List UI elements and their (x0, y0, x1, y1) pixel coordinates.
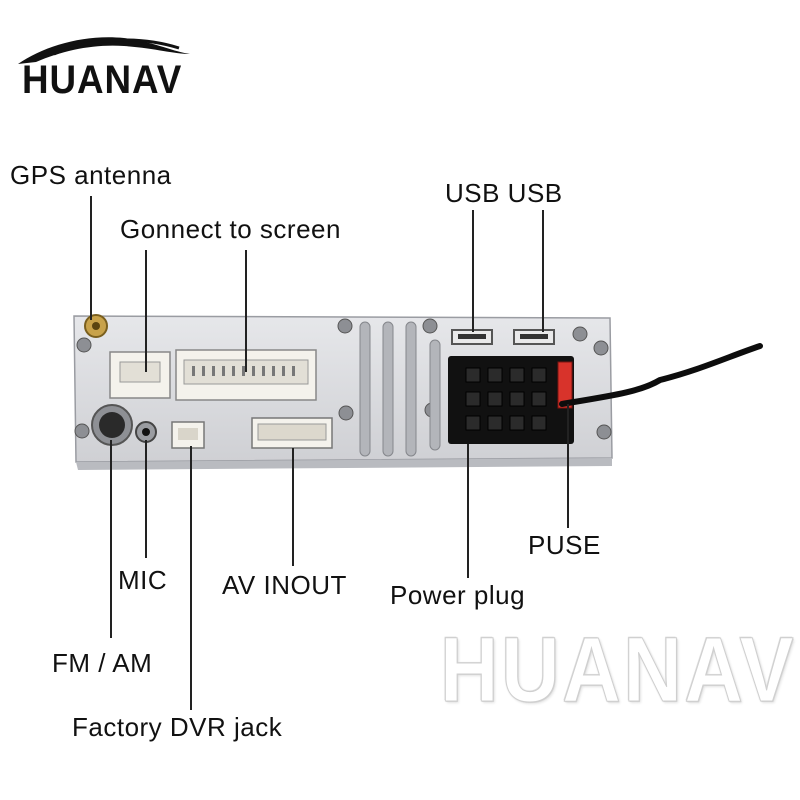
leader-dvr (190, 446, 192, 710)
label-mic: MIC (118, 565, 168, 595)
label-dvr-jack: Factory DVR jack (72, 712, 283, 742)
label-gps-antenna: GPS antenna (10, 160, 172, 190)
leader-power (467, 444, 469, 578)
screen-connector-small (109, 351, 171, 399)
leader-usb-1 (472, 210, 474, 332)
car-swoosh-icon (18, 37, 190, 64)
label-usb: USB USB (445, 178, 563, 208)
leader-fm (110, 440, 112, 638)
leader-screen-2 (245, 250, 247, 372)
leader-puse (567, 404, 569, 528)
leader-usb-2 (542, 210, 544, 332)
label-power-plug: Power plug (390, 580, 526, 610)
fm-am-jack (91, 404, 133, 446)
label-av-inout: AV INOUT (222, 570, 347, 600)
leader-av (292, 448, 294, 566)
brand-name: HUANAV (22, 58, 183, 102)
leader-screen-1 (145, 250, 147, 372)
usb-port-1 (451, 329, 493, 345)
fuse-icon (557, 361, 573, 409)
power-cable (559, 343, 763, 407)
brand-logo (18, 37, 190, 64)
leader-mic (145, 440, 147, 558)
vent-slots (359, 321, 441, 457)
label-connect-screen: Gonnect to screen (120, 214, 341, 244)
label-fm-am: FM / AM (52, 648, 153, 678)
leader-gps (90, 196, 92, 320)
label-puse: PUSE (528, 530, 601, 560)
mic-jack (135, 421, 157, 443)
gps-connector (84, 314, 108, 338)
brand-watermark: HUANAV (440, 619, 797, 722)
usb-port-2 (513, 329, 555, 345)
power-plug (448, 356, 574, 444)
dvr-connector (171, 421, 205, 449)
av-connector (251, 417, 333, 449)
